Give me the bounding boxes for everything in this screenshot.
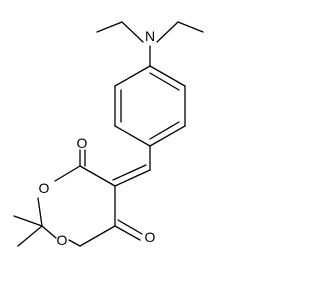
bond-c2-methyl-b xyxy=(17,225,43,247)
bond-ethyl-left-ch3 xyxy=(96,21,123,33)
bond-n-ethyl-left xyxy=(121,21,144,43)
ring-inner-double-1 xyxy=(149,72,180,91)
bond-c5-c4 xyxy=(79,165,116,187)
bond-ch-c5-a xyxy=(114,169,151,187)
benzene-ring xyxy=(114,65,186,147)
diethyl-groups xyxy=(96,21,204,67)
nitrogen-label: N xyxy=(145,28,155,44)
bond-c6-c5 xyxy=(79,225,116,247)
carbonyl-oxygen-top-label: O xyxy=(77,135,88,151)
ring-bond-6 xyxy=(114,65,151,87)
dioxane-dione-ring xyxy=(13,149,143,247)
carbonyl-oxygen-bottom-label: O xyxy=(145,229,156,245)
ring-bond-4 xyxy=(114,125,151,147)
methylidene-bridge xyxy=(112,145,151,187)
bond-c2-o1 xyxy=(41,225,57,239)
bond-c6-o-single xyxy=(114,225,141,241)
bond-o1-c6 xyxy=(68,239,81,247)
bond-ethyl-right-ch3 xyxy=(177,21,204,33)
ring-oxygen-lower-label: O xyxy=(57,232,68,248)
bond-n-ethyl-right xyxy=(156,21,179,43)
bond-c6-o-double xyxy=(117,219,143,235)
bond-o3-c2 xyxy=(37,197,43,227)
ring-bond-1 xyxy=(149,65,186,87)
bond-c4-o3 xyxy=(54,165,81,182)
ring-oxygen-upper-label: O xyxy=(39,180,50,196)
bond-c2-methyl-a xyxy=(13,215,43,227)
bond-ch-c5-b xyxy=(112,164,147,181)
ring-inner-double-2 xyxy=(149,121,180,140)
chemical-structure: N O O O O xyxy=(13,21,204,248)
ring-bond-3 xyxy=(149,125,186,147)
